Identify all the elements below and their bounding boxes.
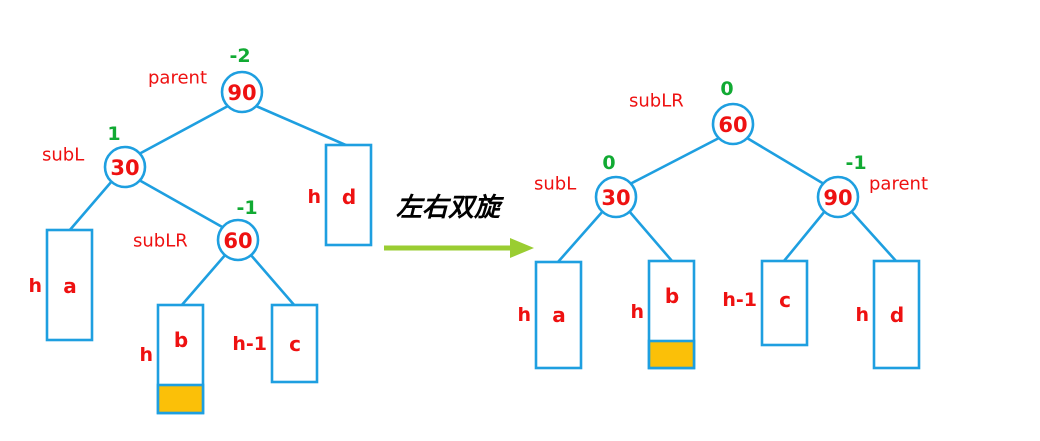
right-node-30: 30 0 subL bbox=[534, 152, 638, 219]
right-box-b-letter: b bbox=[665, 284, 679, 308]
right-edge-60-to-30 bbox=[628, 136, 721, 186]
left-node-30-key: 30 bbox=[110, 156, 139, 180]
left-node-30-name: subL bbox=[42, 145, 84, 166]
right-box-d-rect bbox=[872, 259, 921, 370]
right-subtree-box-d: d h bbox=[855, 259, 921, 370]
right-edge-90-to-d bbox=[849, 209, 898, 263]
rotation-operation-group: 左右双旋 bbox=[384, 193, 534, 258]
left-box-a-letter: a bbox=[63, 274, 77, 298]
left-box-d-height: h bbox=[307, 186, 321, 208]
left-edge-30-to-a bbox=[67, 179, 114, 233]
right-edge-30-to-b bbox=[627, 209, 674, 263]
left-edge-60-to-b bbox=[179, 252, 228, 308]
left-node-90-balance-factor: -2 bbox=[229, 45, 250, 67]
right-box-d-letter: d bbox=[890, 303, 904, 327]
right-node-60-key: 60 bbox=[718, 113, 747, 137]
right-subtree-box-c: c h-1 bbox=[722, 259, 809, 347]
left-node-90: 90 -2 parent bbox=[148, 45, 264, 114]
left-edge-90-to-30 bbox=[137, 104, 230, 156]
right-box-b-highlight bbox=[647, 339, 696, 370]
right-node-60-name: subLR bbox=[629, 91, 684, 112]
right-node-90-balance-factor: -1 bbox=[845, 152, 866, 174]
right-box-c-rect bbox=[760, 259, 809, 347]
left-box-c-rect bbox=[270, 303, 319, 384]
right-node-30-circle bbox=[594, 175, 638, 219]
left-box-a-height: h bbox=[28, 275, 42, 297]
right-node-60-balance-factor: 0 bbox=[720, 78, 733, 100]
right-node-60: 60 0 subLR bbox=[629, 78, 755, 146]
right-tree-group: 60 0 subLR 30 0 subL 90 -1 parent a h bbox=[517, 78, 928, 370]
rotation-arrow-head bbox=[510, 238, 534, 258]
left-node-60-name: subLR bbox=[133, 231, 188, 252]
right-node-30-key: 30 bbox=[601, 186, 630, 210]
left-edge-90-to-d bbox=[254, 104, 350, 148]
rotation-operation-label: 左右双旋 bbox=[396, 193, 505, 223]
right-subtree-box-a: a h bbox=[517, 260, 583, 370]
left-subtree-box-c: c h-1 bbox=[232, 303, 319, 384]
left-box-c-height: h-1 bbox=[232, 333, 267, 355]
right-box-c-height: h-1 bbox=[722, 289, 757, 311]
right-node-90-key: 90 bbox=[823, 186, 852, 210]
left-subtree-box-d: d h bbox=[307, 143, 373, 247]
right-box-a-height: h bbox=[517, 304, 531, 326]
right-box-c-letter: c bbox=[779, 288, 791, 312]
right-box-a-letter: a bbox=[552, 303, 566, 327]
left-node-90-key: 90 bbox=[227, 81, 256, 105]
left-node-30: 30 1 subL bbox=[42, 123, 147, 189]
left-box-d-letter: d bbox=[342, 185, 356, 209]
left-node-90-circle bbox=[220, 70, 264, 114]
right-edge-60-to-90 bbox=[745, 136, 826, 186]
left-box-d-rect bbox=[324, 143, 373, 247]
right-node-30-name: subL bbox=[534, 174, 576, 195]
left-edge-60-to-c bbox=[248, 252, 297, 308]
left-box-c-letter: c bbox=[289, 332, 301, 356]
right-box-d-height: h bbox=[855, 304, 869, 326]
left-node-30-balance-factor: 1 bbox=[107, 123, 120, 145]
right-node-30-balance-factor: 0 bbox=[602, 152, 615, 174]
right-box-a-rect bbox=[534, 260, 583, 370]
right-node-90-name: parent bbox=[869, 174, 928, 195]
right-node-60-circle bbox=[711, 102, 755, 146]
right-edge-90-to-c bbox=[782, 209, 827, 263]
left-tree-group: 90 -2 parent 30 1 subL 60 -1 subLR a h bbox=[28, 45, 373, 415]
left-node-90-name: parent bbox=[148, 68, 207, 89]
left-subtree-box-a: a h bbox=[28, 228, 94, 342]
left-node-60-balance-factor: -1 bbox=[236, 197, 257, 219]
left-box-b-highlight bbox=[156, 383, 205, 415]
left-node-60: 60 -1 subLR bbox=[133, 197, 260, 262]
left-node-30-circle bbox=[103, 145, 147, 189]
left-node-60-key: 60 bbox=[223, 229, 252, 253]
left-node-60-circle bbox=[216, 218, 260, 262]
left-edge-30-to-60 bbox=[137, 178, 226, 230]
left-box-a-rect bbox=[45, 228, 94, 342]
right-node-90: 90 -1 parent bbox=[816, 152, 928, 219]
left-subtree-box-b: b h bbox=[139, 303, 205, 415]
right-subtree-box-b: b h bbox=[630, 259, 696, 370]
left-box-b-height: h bbox=[139, 344, 153, 366]
right-box-b-height: h bbox=[630, 301, 644, 323]
right-edge-30-to-a bbox=[556, 209, 605, 264]
left-box-b-letter: b bbox=[174, 328, 188, 352]
right-node-90-circle bbox=[816, 175, 860, 219]
